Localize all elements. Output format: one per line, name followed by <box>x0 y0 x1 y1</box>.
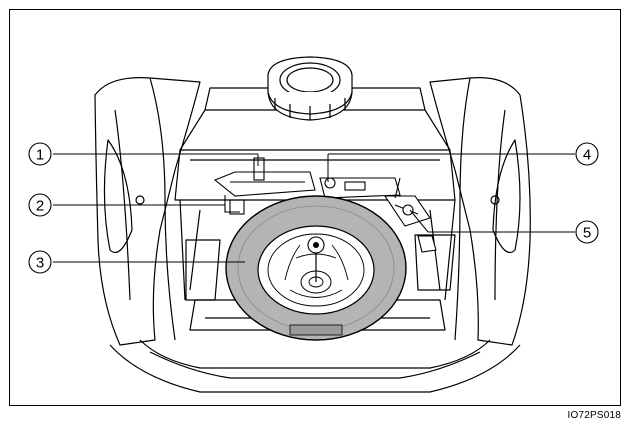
callout-3: 3 <box>28 250 52 274</box>
cup-component <box>267 56 353 121</box>
callout-4-label: 4 <box>583 147 591 164</box>
figure-code: IO72PS018 <box>567 410 621 421</box>
callout-5-label: 5 <box>583 225 591 242</box>
callout-2-label: 2 <box>36 198 44 215</box>
jack-assembly <box>383 177 437 253</box>
callout-1: 1 <box>28 142 52 166</box>
callout-4: 4 <box>575 142 599 166</box>
tool-tray <box>213 157 401 215</box>
callout-1-label: 1 <box>36 147 44 164</box>
callout-2: 2 <box>28 193 52 217</box>
callout-lines <box>53 153 575 263</box>
callout-3-label: 3 <box>36 255 44 272</box>
callout-5: 5 <box>575 220 599 244</box>
spare-tire <box>225 195 407 341</box>
